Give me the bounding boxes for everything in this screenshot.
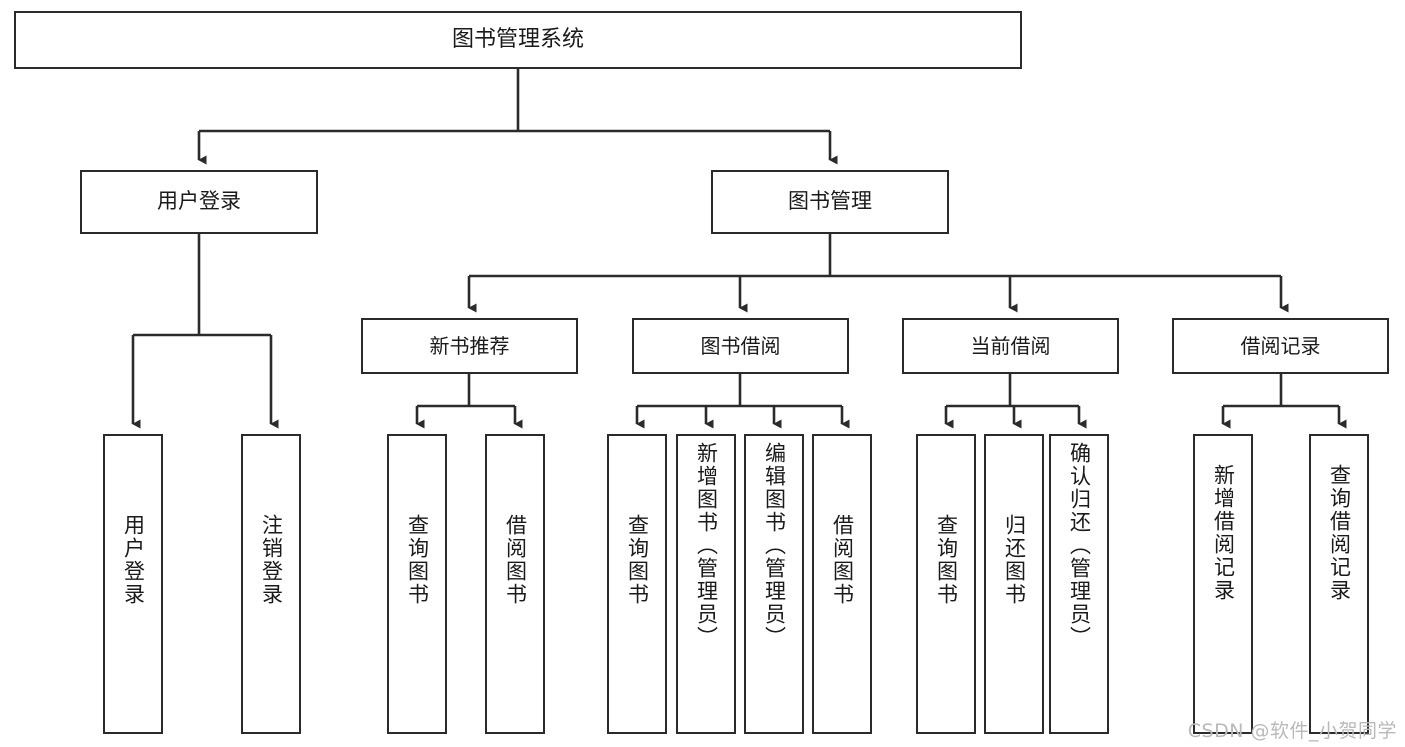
leaf-record-query-borrow-record[interactable]: 查询借阅记录 <box>1309 434 1369 734</box>
node-borrow-record[interactable]: 借阅记录 <box>1172 318 1389 374</box>
node-label: 当前借阅 <box>970 333 1051 358</box>
leaf-user-login-signin[interactable]: 用户登录 <box>103 434 163 734</box>
leaf-borrow-borrow-book[interactable]: 借阅图书 <box>812 434 872 734</box>
leaf-new-book-query-book[interactable]: 查询图书 <box>387 434 447 734</box>
leaf-new-book-borrow-book[interactable]: 借阅图书 <box>485 434 545 734</box>
node-user-login[interactable]: 用户登录 <box>80 170 318 234</box>
node-root-system[interactable]: 图书管理系统 <box>14 11 1022 69</box>
node-label: 图书管理系统 <box>451 26 584 52</box>
node-label: 用户登录 <box>121 514 146 606</box>
node-label: 图书借阅 <box>700 333 781 358</box>
node-label: 用户登录 <box>157 189 241 214</box>
leaf-current-confirm-return-admin[interactable]: 确认归还（管理员） <box>1049 434 1109 734</box>
node-book-management[interactable]: 图书管理 <box>711 170 949 234</box>
node-book-borrow[interactable]: 图书借阅 <box>632 318 849 374</box>
node-label: 确认归还（管理员） <box>1067 442 1092 649</box>
leaf-current-return-book[interactable]: 归还图书 <box>984 434 1044 734</box>
leaf-record-add-borrow-record[interactable]: 新增借阅记录 <box>1193 434 1253 734</box>
node-label: 查询借阅记录 <box>1327 464 1352 602</box>
node-new-book-recommend[interactable]: 新书推荐 <box>361 318 578 374</box>
node-label: 新书推荐 <box>429 333 510 358</box>
leaf-current-query-book[interactable]: 查询图书 <box>916 434 976 734</box>
node-label: 图书管理 <box>788 189 872 214</box>
node-label: 借阅图书 <box>830 514 855 606</box>
node-label: 新增借阅记录 <box>1211 464 1236 602</box>
node-current-borrow[interactable]: 当前借阅 <box>902 318 1119 374</box>
node-label: 借阅记录 <box>1240 333 1321 358</box>
leaf-borrow-query-book[interactable]: 查询图书 <box>607 434 667 734</box>
leaf-user-login-logout[interactable]: 注销登录 <box>241 434 301 734</box>
node-label: 归还图书 <box>1002 514 1027 606</box>
leaf-borrow-add-book-admin[interactable]: 新增图书（管理员） <box>676 434 736 734</box>
node-label: 查询图书 <box>934 514 959 606</box>
node-label: 注销登录 <box>259 514 284 606</box>
node-label: 新增图书（管理员） <box>694 442 719 649</box>
node-label: 查询图书 <box>405 514 430 606</box>
node-label: 借阅图书 <box>503 514 528 606</box>
node-label: 查询图书 <box>625 514 650 606</box>
node-label: 编辑图书（管理员） <box>762 442 787 649</box>
leaf-borrow-edit-book-admin[interactable]: 编辑图书（管理员） <box>744 434 804 734</box>
